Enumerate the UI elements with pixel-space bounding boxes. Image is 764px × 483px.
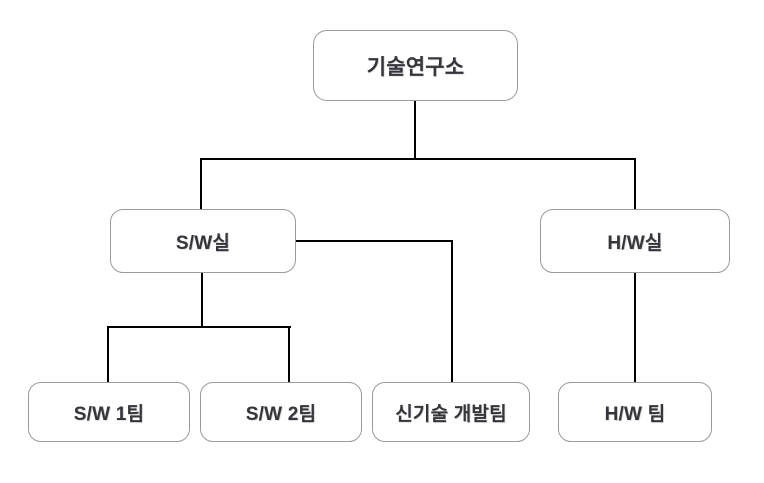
node-sw-team-2[interactable]: S/W 2팀 xyxy=(200,382,362,442)
node-hw-division[interactable]: H/W실 xyxy=(540,209,730,273)
node-sw-team-1-label: S/W 1팀 xyxy=(73,403,145,425)
connector-sw-division-right-branch xyxy=(295,240,453,242)
node-hw-team[interactable]: H/W 팀 xyxy=(558,382,712,442)
connector-to-sw-division xyxy=(200,158,202,210)
connector-to-hw-division xyxy=(634,158,636,210)
connector-to-sw-team-1 xyxy=(107,326,109,383)
connector-sw-teams-bus xyxy=(107,326,291,328)
node-root-label: 기술연구소 xyxy=(366,55,465,79)
node-sw-team-2-label: S/W 2팀 xyxy=(245,403,317,425)
node-sw-division[interactable]: S/W실 xyxy=(110,209,296,273)
connector-root-stem xyxy=(414,100,416,159)
connector-to-new-tech-team xyxy=(451,240,453,383)
connector-to-sw-team-2 xyxy=(288,326,290,383)
node-sw-division-label: S/W실 xyxy=(175,232,231,254)
node-hw-team-label: H/W 팀 xyxy=(604,403,666,425)
node-new-tech-team[interactable]: 신기술 개발팀 xyxy=(372,382,530,442)
node-root[interactable]: 기술연구소 xyxy=(313,30,518,101)
node-hw-division-label: H/W실 xyxy=(607,232,663,254)
connector-sw-division-stem xyxy=(201,273,203,327)
connector-to-hw-team xyxy=(634,273,636,383)
connector-level1-bus xyxy=(200,158,636,160)
node-sw-team-1[interactable]: S/W 1팀 xyxy=(28,382,190,442)
node-new-tech-team-label: 신기술 개발팀 xyxy=(395,403,507,425)
